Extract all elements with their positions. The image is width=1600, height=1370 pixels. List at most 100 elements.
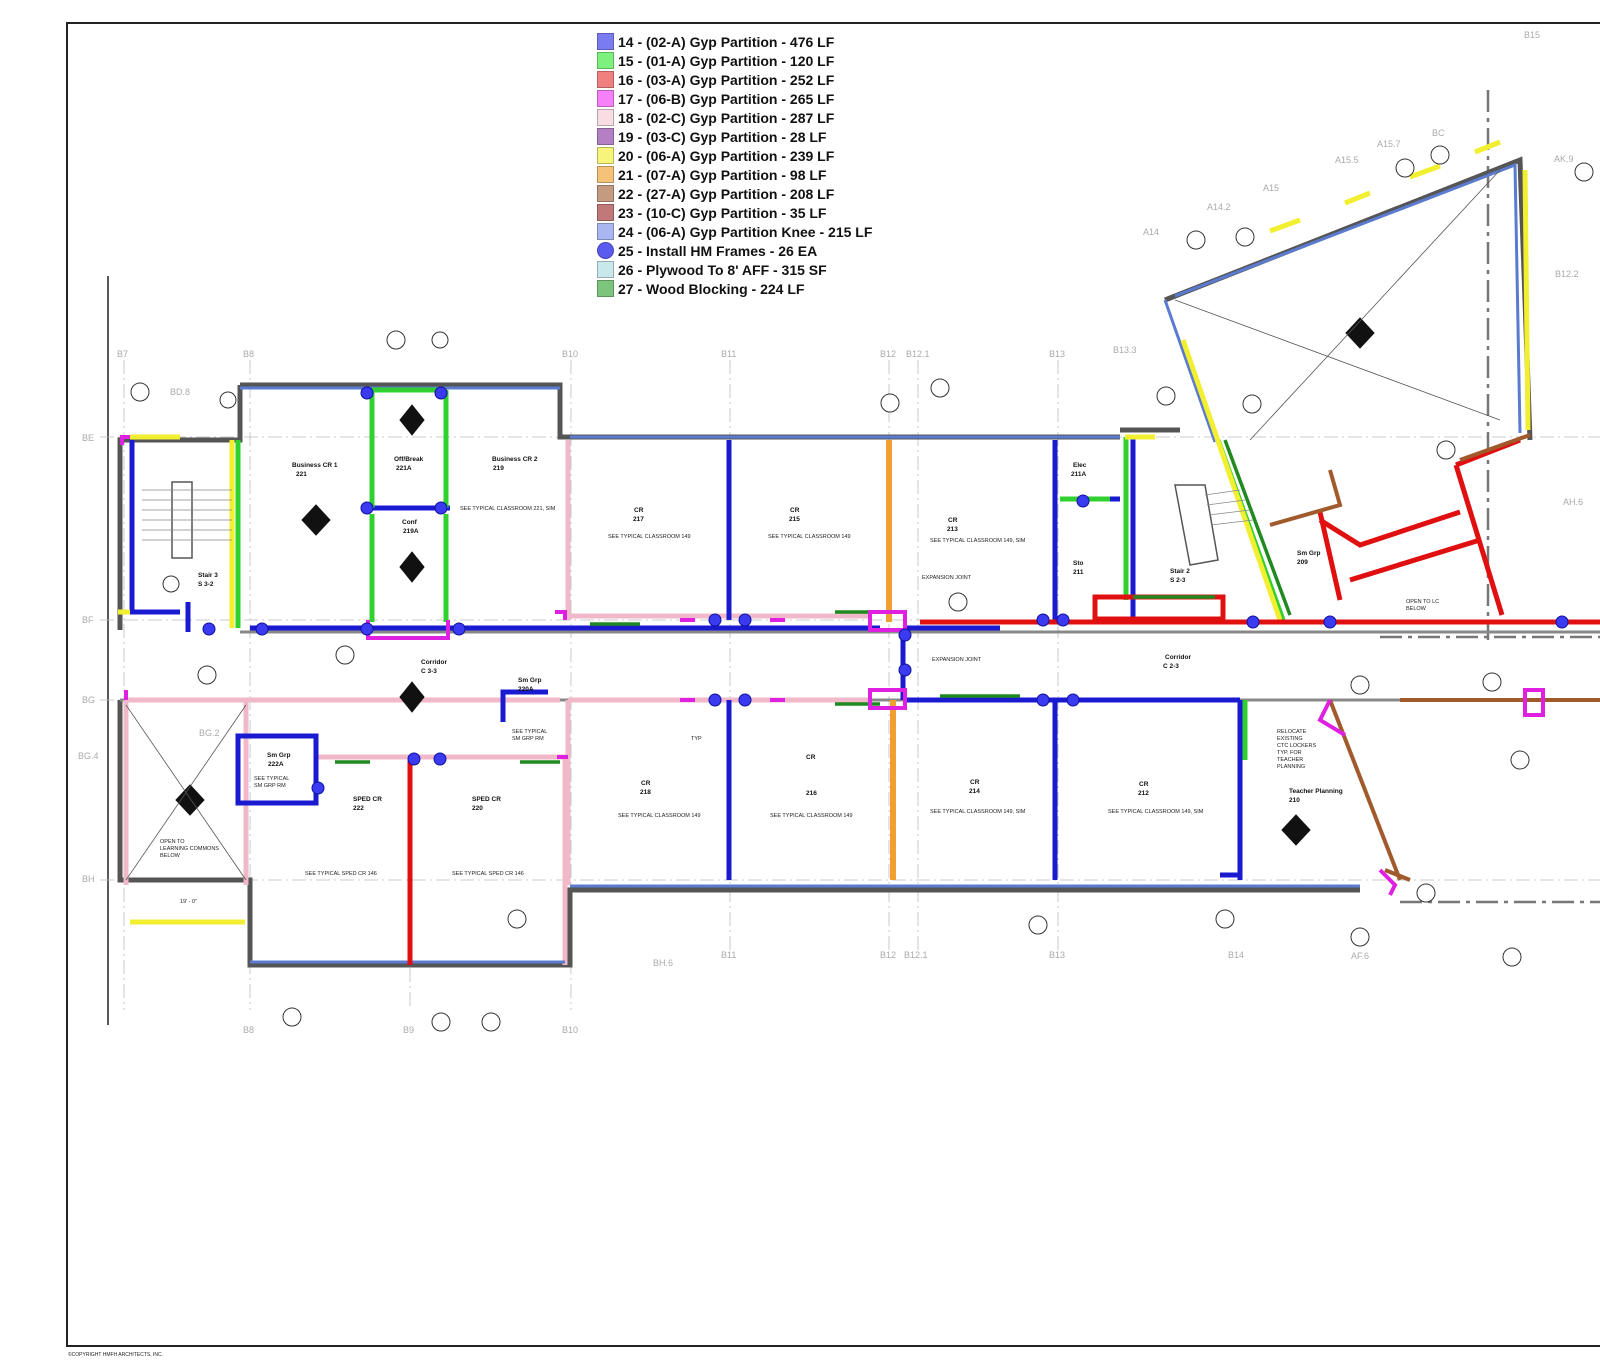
grid-bottom-b10: B10 [562,1025,578,1035]
hm-frame-marker [738,613,752,627]
legend-label: 18 - (02-C) Gyp Partition - 287 LF [618,109,835,126]
note-open-commons-3: BELOW [160,853,181,859]
hm-frame-marker [407,752,421,766]
legend-row: 26 - Plywood To 8' AFF - 315 SF [597,260,872,279]
legend-swatch [597,166,614,183]
corridor-walls [120,630,1600,702]
legend-row: 16 - (03-A) Gyp Partition - 252 LF [597,70,872,89]
legend-row: 27 - Wood Blocking - 224 LF [597,279,872,298]
grid-top-b11: B11 [721,349,736,359]
note-copyright: ©COPYRIGHT HMFH ARCHITECTS, INC. [68,1351,163,1358]
room-name-cr-216: CR [806,754,816,761]
hm-frame-marker [360,386,374,400]
note-typical-215: SEE TYPICAL CLASSROOM 149 [768,534,851,540]
room-number-sm-grp-222a: 222A [268,761,284,768]
legend-row: 20 - (06-A) Gyp Partition - 239 LF [597,146,872,165]
partitions-magenta [120,435,1545,896]
note-expansion-joint-2: EXPANSION JOINT [932,657,982,663]
room-name-sm-grp-222a: Sm Grp [267,752,291,759]
room-number-stair3: S 3-2 [198,581,214,588]
room-number-sto: 211 [1073,569,1084,576]
hm-frames [202,386,1569,795]
legend-row: 24 - (06-A) Gyp Partition Knee - 215 LF [597,222,872,241]
legend-swatch [597,109,614,126]
grid-bottom-b11: B11 [721,950,736,960]
room-number-cr-213: 213 [947,526,958,533]
room-name-teacher-planning: Teacher Planning [1289,788,1343,795]
partitions-brown [1269,433,1600,882]
note-relocate-2: EXISTING [1277,736,1303,742]
grid-a15-5: A15.5 [1335,155,1359,165]
grid-left-be: BE [82,433,94,443]
grid-b15: B15 [1524,30,1540,40]
hm-frame-marker [1066,693,1080,707]
room-name-off-break: Off/Break [394,456,424,463]
grid-af6: AF.6 [1351,951,1369,961]
legend-label: 17 - (06-B) Gyp Partition - 265 LF [618,90,835,107]
room-name-conf: Conf [402,519,418,526]
legend-swatch [597,204,614,221]
room-name-cr-218: CR [641,780,651,787]
room-name-business-cr2: Business CR 2 [492,456,538,463]
legend-swatch [597,223,614,240]
room-number-sped-222: 222 [353,805,364,812]
room-number-sped-220: 220 [472,805,483,812]
legend-swatch [597,128,614,145]
note-dim-19: 19' - 0" [180,899,197,905]
grid-bc: BC [1432,128,1445,138]
grid-top-b13: B13 [1049,349,1065,359]
legend-swatch [597,90,614,107]
room-number-cr-218: 218 [640,789,651,796]
hm-frame-marker [433,752,447,766]
legend-label: 21 - (07-A) Gyp Partition - 98 LF [618,166,827,183]
grid-a15: A15 [1263,183,1279,193]
legend-label: 22 - (27-A) Gyp Partition - 208 LF [618,185,835,202]
note-relocate-1: RELOCATE [1277,729,1307,735]
grid-lines [100,360,1600,1010]
room-name-corridor-w: Corridor [421,659,447,666]
grid-a15-7: A15.7 [1377,139,1401,149]
note-relocate-3: CTC LOCKERS [1277,743,1316,749]
stair-3-treads [142,481,232,559]
grid-bottom-b14: B14 [1228,950,1244,960]
legend-label: 24 - (06-A) Gyp Partition Knee - 215 LF [618,223,873,240]
hm-frame-marker [311,781,325,795]
note-typical-213: SEE TYPICAL CLASSROOM 149, SIM [930,538,1026,544]
room-number-cr-212: 212 [1138,790,1149,797]
room-name-cr-213: CR [948,517,958,524]
note-relocate-5: TEACHER [1277,757,1303,763]
legend-swatch [597,71,614,88]
grid-left-bf: BF [82,615,94,625]
grid-ak9: AK.9 [1554,154,1574,164]
room-name-sped-220: SPED CR [472,796,501,803]
note-typical-212: SEE TYPICAL CLASSROOM 149, SIM [1108,809,1204,815]
room-number-elec: 211A [1071,471,1086,478]
wood-blocking [335,439,1292,764]
hm-frame-marker [1076,494,1090,508]
note-typical-smgrp-220a-2: SM GRP RM [512,736,544,742]
grid-bd8: BD.8 [170,387,190,397]
legend-swatch [597,261,614,278]
detail-callouts [130,145,1594,1032]
grid-left-bg: BG [82,695,95,705]
note-typical-218: SEE TYPICAL CLASSROOM 149 [618,813,701,819]
grid-a14: A14 [1143,227,1159,237]
hm-frame-marker [452,622,466,636]
legend-label: 27 - Wood Blocking - 224 LF [618,280,805,297]
hm-frame-marker [1036,693,1050,707]
partitions-yellow [118,139,1531,925]
room-number-cr-216: 216 [806,790,817,797]
note-typical-sped-222: SEE TYPICAL SPED CR 146 [305,871,377,877]
note-open-lc-1: OPEN TO LC [1406,599,1439,605]
room-name-elec: Elec [1073,462,1087,469]
room-name-stair2: Stair 2 [1170,568,1190,575]
hm-frame-marker [1056,613,1070,627]
legend-row: 18 - (02-C) Gyp Partition - 287 LF [597,108,872,127]
legend-swatch [597,242,614,259]
grid-top-b13-3: B13.3 [1113,345,1137,355]
grid-bottom-b13: B13 [1049,950,1065,960]
note-relocate-4: TYP. FOR [1277,750,1302,756]
room-name-cr-217: CR [634,507,644,514]
room-name-stair3: Stair 3 [198,572,218,579]
